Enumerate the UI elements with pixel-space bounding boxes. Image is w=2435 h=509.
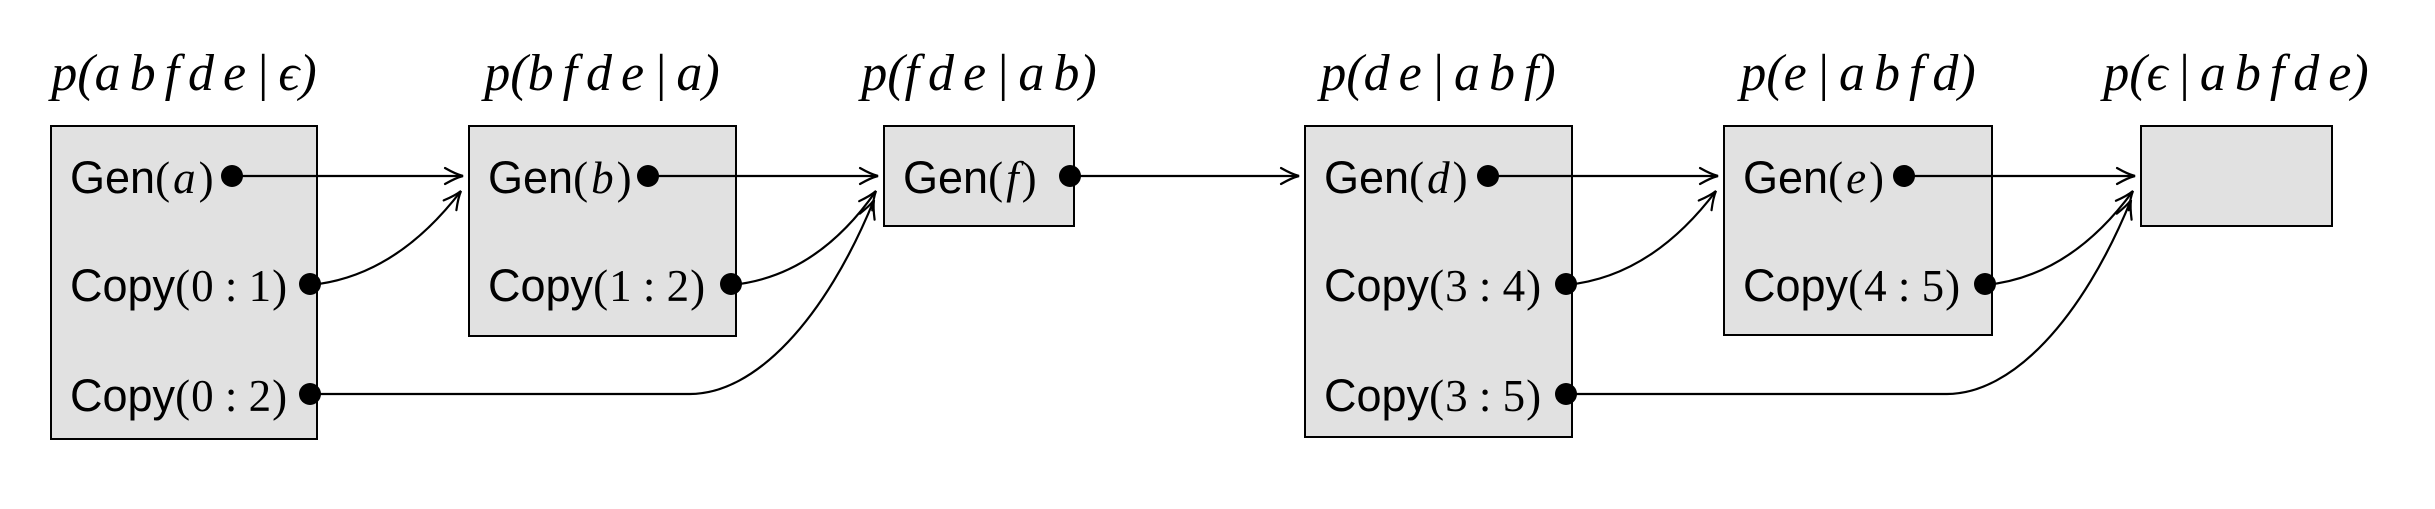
step-box-4: Gen(e) Copy(4 : 5) (1723, 125, 1993, 336)
close-paren: ) (690, 261, 706, 311)
open-paren: ( (1848, 261, 1864, 311)
op-arg: b (591, 153, 614, 203)
step-box-0: Gen(a) Copy(0 : 1) Copy(0 : 2) (50, 125, 318, 440)
op-arg: 0 : 2 (191, 371, 272, 421)
open-paren: ( (1429, 261, 1445, 311)
close-paren: ) (1452, 153, 1468, 203)
close-paren: ) (272, 261, 288, 311)
op-arg: 3 : 4 (1445, 261, 1526, 311)
step-title-5: p(ϵ | a b f d e) (2103, 45, 2369, 102)
step-title-4: p(e | a b f d) (1740, 45, 1976, 102)
op-name: Copy (1324, 260, 1430, 311)
step-title-3: p(d e | a b f) (1320, 45, 1556, 102)
op-name: Copy (1743, 260, 1849, 311)
op-arg: e (1846, 153, 1867, 203)
open-paren: ( (1409, 153, 1425, 203)
op-row-copy-3-5: Copy(3 : 5) (1324, 370, 1541, 422)
step-box-5 (2140, 125, 2333, 227)
op-name: Gen (903, 152, 989, 203)
connection-arrow (1984, 190, 2135, 287)
close-paren: ) (1869, 153, 1885, 203)
step-title-2: p(f d e | a b) (861, 45, 1097, 102)
op-row-copy-4-5: Copy(4 : 5) (1743, 260, 1960, 312)
op-row-gen-d: Gen(d) (1324, 152, 1468, 204)
op-arg: 1 : 2 (609, 261, 690, 311)
connection-arrow (1565, 190, 1718, 287)
step-box-3: Gen(d) Copy(3 : 4) Copy(3 : 5) (1304, 125, 1573, 438)
op-row-copy-0-2: Copy(0 : 2) (70, 370, 287, 422)
close-paren: ) (616, 153, 632, 203)
open-paren: ( (1828, 153, 1844, 203)
close-paren: ) (1945, 261, 1961, 311)
op-name: Gen (1743, 152, 1829, 203)
connection-arrow (730, 190, 878, 287)
op-arg: a (173, 153, 196, 203)
op-arg: 3 : 5 (1445, 371, 1526, 421)
op-row-gen-f: Gen(f) (903, 152, 1037, 204)
open-paren: ( (593, 261, 609, 311)
open-paren: ( (988, 153, 1004, 203)
op-name: Copy (70, 260, 176, 311)
op-name: Gen (70, 152, 156, 203)
op-row-gen-a: Gen(a) (70, 152, 214, 204)
close-paren: ) (1526, 371, 1542, 421)
step-box-2: Gen(f) (883, 125, 1075, 227)
open-paren: ( (155, 153, 171, 203)
op-row-copy-1-2: Copy(1 : 2) (488, 260, 705, 312)
close-paren: ) (1526, 261, 1542, 311)
op-arg: 4 : 5 (1864, 261, 1945, 311)
open-paren: ( (1429, 371, 1445, 421)
close-paren: ) (272, 371, 288, 421)
open-paren: ( (175, 261, 191, 311)
step-title-1: p(b f d e | a) (484, 45, 720, 102)
op-arg: d (1427, 153, 1450, 203)
op-name: Copy (1324, 370, 1430, 421)
connection-arrow (309, 190, 463, 287)
open-paren: ( (573, 153, 589, 203)
close-paren: ) (1021, 153, 1037, 203)
step-box-1: Gen(b) Copy(1 : 2) (468, 125, 737, 337)
op-row-gen-b: Gen(b) (488, 152, 632, 204)
open-paren: ( (175, 371, 191, 421)
step-title-0: p(a b f d e | ϵ) (51, 45, 317, 102)
op-row-copy-3-4: Copy(3 : 4) (1324, 260, 1541, 312)
op-arg: 0 : 1 (191, 261, 272, 311)
op-name: Copy (70, 370, 176, 421)
op-row-copy-0-1: Copy(0 : 1) (70, 260, 287, 312)
op-name: Copy (488, 260, 594, 311)
op-row-gen-e: Gen(e) (1743, 152, 1884, 204)
op-name: Gen (1324, 152, 1410, 203)
op-name: Gen (488, 152, 574, 203)
op-arg: f (1006, 153, 1019, 203)
close-paren: ) (198, 153, 214, 203)
